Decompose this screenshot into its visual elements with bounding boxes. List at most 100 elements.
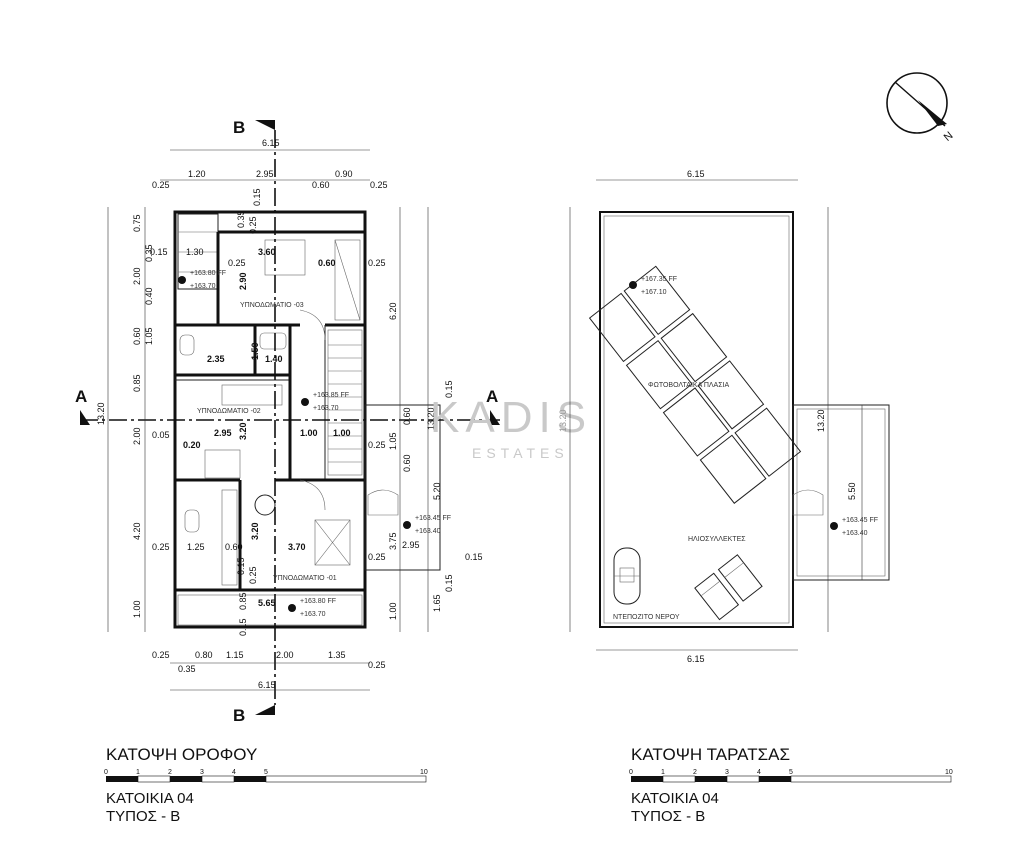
dim-right-3: 5.20 — [432, 482, 442, 500]
roof-plan-subtitle-1: ΚΑΤΟΙΚΙΑ 04 — [631, 790, 719, 807]
level-marker: +163.45 FF +163.40 — [830, 517, 878, 537]
stairs — [327, 329, 363, 476]
dim-int-10: 2.35 — [207, 354, 225, 364]
section-b-top-label: B — [233, 118, 245, 137]
level-2-sl: +163.70 — [313, 405, 339, 412]
scale-label-3: 3 — [200, 769, 204, 776]
section-a-right-label: A — [486, 387, 498, 406]
dim-int-22: 1.25 — [187, 542, 205, 552]
dim-right-outer: 13.20 — [426, 407, 436, 430]
dim-int-7: 3.60 — [258, 247, 276, 257]
dim-right-9: 0.15 — [444, 574, 454, 592]
terrace — [364, 404, 441, 571]
dim-int-3: 1.30 — [186, 247, 204, 257]
dim-top-total: 6.15 — [262, 138, 280, 148]
watermark-sub: ESTATES — [472, 445, 569, 461]
dim-bottom-total: 6.15 — [258, 680, 276, 690]
watermark-main: KADIS — [430, 393, 592, 442]
dim-left-outer: 13.20 — [96, 402, 106, 425]
dim-left-0: 0.75 — [132, 214, 142, 232]
scale-label-5: 5 — [264, 769, 268, 776]
dim-int-30: 0.15 — [238, 618, 248, 636]
dim-left-3: 0.40 — [144, 287, 154, 305]
dim-int-5: 0.25 — [228, 258, 246, 268]
scale-label-4: 4 — [232, 769, 236, 776]
dim-int-17: 1.00 — [300, 428, 318, 438]
dim-left-8: 4.20 — [132, 522, 142, 540]
room-label-bedroom-1: ΥΠΝΟΔΩΜΑΤΙΟ -01 — [273, 575, 337, 582]
level-marker: +167.35 FF +167.10 — [629, 276, 677, 296]
level-icon — [403, 521, 411, 529]
roof-level-1-sl: +167.10 — [641, 289, 667, 296]
level-4-sl: +163.70 — [300, 611, 326, 618]
scale-bar: 0 1 2 3 4 5 10 — [629, 769, 953, 783]
scale-label-3: 3 — [725, 769, 729, 776]
dim-int-24: 0.25 — [152, 542, 170, 552]
floor-plan-subtitle-1: ΚΑΤΟΙΚΙΑ 04 — [106, 790, 194, 807]
armchair-icon — [254, 494, 276, 516]
dim-top-1: 1.20 — [188, 169, 206, 179]
dim-bottom-5: 0.25 — [368, 660, 386, 670]
level-icon — [178, 276, 186, 284]
dim-int-0: 0.15 — [150, 247, 168, 257]
dim-int-2: 0.25 — [248, 216, 258, 234]
roof-dim-right-small: 5.50 — [847, 482, 857, 500]
dim-right-5: 0.60 — [402, 407, 412, 425]
bed-icon — [204, 449, 241, 479]
scale-label-2: 2 — [693, 769, 697, 776]
scale-label-1: 1 — [136, 769, 140, 776]
dim-int-11: 1.50 — [250, 342, 260, 360]
dim-right-2: 0.60 — [402, 454, 412, 472]
solar-collectors — [694, 554, 763, 621]
sink-icon — [259, 332, 287, 350]
section-a-left-label: A — [75, 387, 87, 406]
dim-right-7: 1.65 — [432, 594, 442, 612]
roof-dim-right: 13.20 — [816, 409, 826, 432]
dim-int-32: 0.15 — [236, 557, 246, 575]
scale-label-10: 10 — [945, 769, 953, 776]
scale-label-1: 1 — [661, 769, 665, 776]
pv-panels — [588, 265, 802, 504]
level-marker: +163.80 FF +163.70 — [178, 270, 226, 290]
dim-int-23: 0.60 — [225, 542, 243, 552]
level-3-sl: +163.40 — [415, 528, 441, 535]
dim-left-9: 1.00 — [132, 600, 142, 618]
level-3-ff: +163.45 FF — [415, 515, 451, 522]
roof-plan-title: ΚΑΤΟΨΗ ΤΑΡΑΤΣΑΣ — [631, 745, 790, 764]
roof-plan-subtitle-2: ΤΥΠΟΣ - Β — [631, 808, 705, 825]
dim-int-18: 1.00 — [333, 428, 351, 438]
dim-int-19: 0.25 — [368, 440, 386, 450]
dim-top-2: 2.95 — [256, 169, 274, 179]
roof-dim-left: 13.20 — [558, 409, 568, 432]
level-icon — [830, 522, 838, 530]
scale-label-0: 0 — [104, 769, 108, 776]
roof-dim-top: 6.15 — [687, 169, 705, 179]
dim-int-16: 3.20 — [238, 422, 248, 440]
level-4-ff: +163.80 FF — [300, 598, 336, 605]
level-icon — [288, 604, 296, 612]
roof-level-2-ff: +163.45 FF — [842, 517, 878, 524]
dim-bottom-4: 1.35 — [328, 650, 346, 660]
floor-title-block: ΚΑΤΟΨΗ ΟΡΟΦΟΥ 0 1 2 3 4 5 10 ΚΑΤΟΙΚΙΑ 04… — [104, 745, 428, 825]
roof-outline — [599, 211, 794, 628]
dim-int-20: 3.20 — [250, 522, 260, 540]
dim-right-0: 6.20 — [388, 302, 398, 320]
level-icon — [301, 398, 309, 406]
dim-int-15: 2.95 — [214, 428, 232, 438]
level-marker: +163.45 FF +163.40 — [403, 515, 451, 535]
dim-left-4: 0.60 — [132, 327, 142, 345]
scale-label-4: 4 — [757, 769, 761, 776]
solar-label: ΗΛΙΟΣΥΛΛΕΚΤΕΣ — [688, 536, 746, 543]
roof-level-2-sl: +163.40 — [842, 530, 868, 537]
scale-label-2: 2 — [168, 769, 172, 776]
dim-int-1: 0.35 — [236, 210, 246, 228]
dim-top-4: 0.90 — [335, 169, 353, 179]
north-label: N — [942, 130, 956, 144]
scale-label-0: 0 — [629, 769, 633, 776]
dim-right-6: 3.75 — [388, 532, 398, 550]
dim-int-26: 0.15 — [465, 552, 483, 562]
level-1-ff: +163.80 FF — [190, 270, 226, 277]
dim-left-1: 0.35 — [144, 244, 154, 262]
dim-int-13: 0.05 — [152, 430, 170, 440]
water-tank-icon — [613, 547, 641, 605]
